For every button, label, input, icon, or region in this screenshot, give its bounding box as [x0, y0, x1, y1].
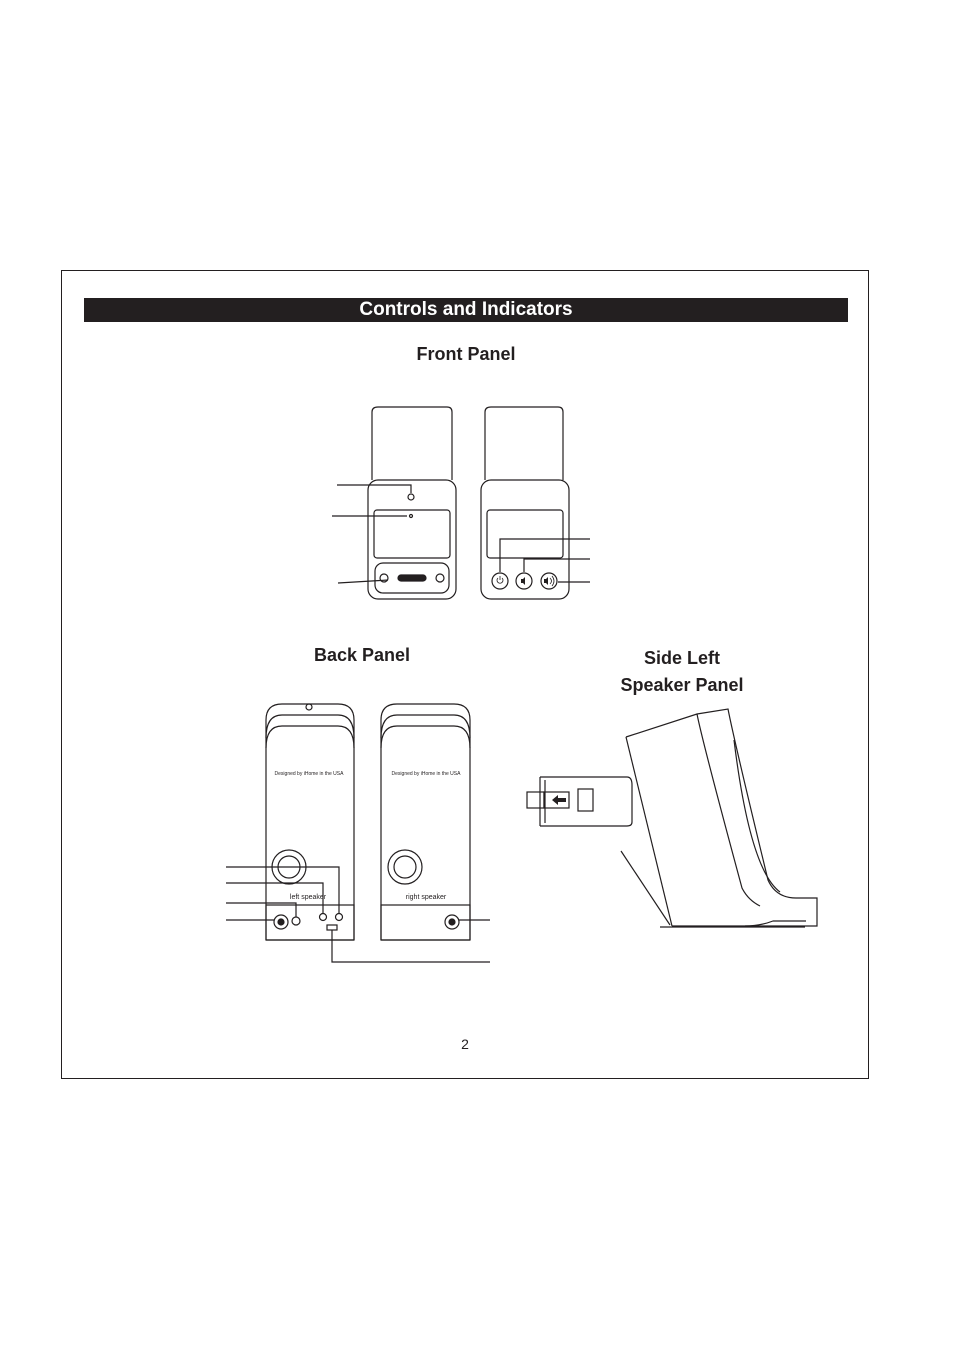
right-speaker-tagline: Designed by iHome in the USA: [392, 771, 462, 777]
front-panel-heading: Front Panel: [416, 344, 516, 364]
dock-screw-right: [435, 573, 445, 583]
side-panel-heading-line1: Side Left: [643, 648, 720, 668]
right-speaker-jack-icon: [444, 914, 460, 930]
section-banner: Controls and Indicators: [84, 298, 848, 322]
dock-screw-left: [379, 573, 389, 583]
side-panel-heading-line2: Speaker Panel: [620, 675, 744, 695]
right-port: [387, 849, 423, 885]
side-panel-heading: Side Left Speaker Panel: [582, 645, 782, 699]
back-panel-heading: Back Panel: [313, 645, 411, 665]
back-left-speaker: [265, 703, 355, 941]
side-speaker-body: [620, 708, 818, 928]
front-right-speaker: [480, 406, 570, 600]
arrow-left-icon: [552, 795, 566, 805]
ir-sensor-icon: [408, 513, 414, 519]
front-left-speaker: [367, 406, 457, 600]
left-speaker-tagline: Designed by iHome in the USA: [275, 771, 345, 777]
left-speaker-jack-icon: [273, 914, 289, 930]
right-speaker-label: right speaker: [406, 894, 447, 901]
back-right-speaker: [380, 703, 471, 941]
page-frame: [61, 270, 869, 1079]
front-callout-lines: [332, 484, 590, 584]
volume-up-icon: [540, 572, 558, 590]
dock-well: [374, 562, 450, 594]
page-number: 2: [461, 1036, 469, 1052]
remote-control: [526, 776, 633, 827]
left-speaker-label: left speaker: [290, 894, 327, 901]
volume-down-icon: [515, 572, 533, 590]
back-callout-lines: [226, 866, 490, 963]
power-indicator-icon: [407, 493, 415, 501]
power-icon: [491, 572, 509, 590]
dock-connector: [397, 574, 427, 582]
